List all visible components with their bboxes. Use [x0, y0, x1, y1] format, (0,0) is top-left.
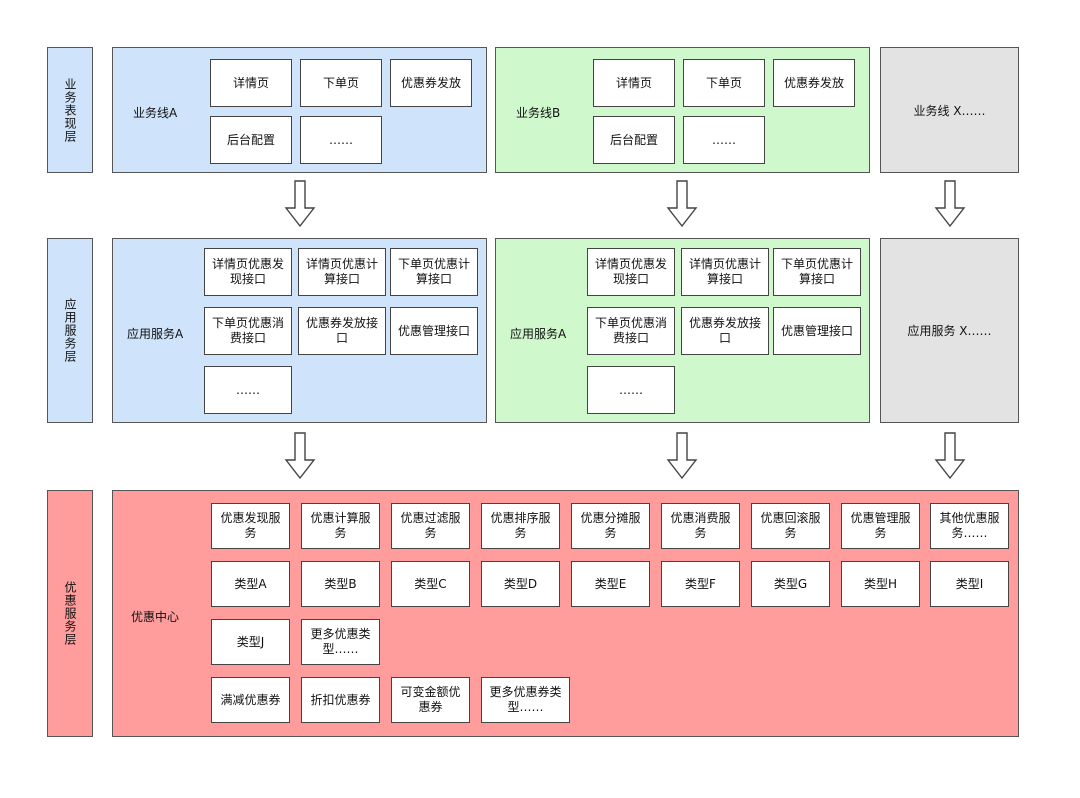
type-box-j: 类型J	[211, 619, 290, 665]
app-service-b-title: 应用服务A	[510, 327, 567, 341]
down-arrow-icon	[284, 432, 316, 480]
service-box-split: 优惠分摊服务	[571, 503, 650, 549]
box-detail-discover-api-a: 详情页优惠发现接口	[204, 248, 292, 296]
down-arrow-icon	[666, 432, 698, 480]
box-order-calc-api-b: 下单页优惠计算接口	[773, 248, 861, 296]
box-detail-calc-api-b: 详情页优惠计算接口	[681, 248, 769, 296]
layer-label-application: 应用服务层	[47, 238, 93, 423]
box-coupon-issue-b: 优惠券发放	[773, 59, 855, 107]
layer-label-business-text: 业务表现层	[63, 77, 77, 143]
box-detail-calc-api-a: 详情页优惠计算接口	[298, 248, 386, 296]
type-box-e: 类型E	[571, 561, 650, 607]
box-coupon-issue-api-a: 优惠券发放接口	[298, 307, 386, 355]
app-service-a-title: 应用服务A	[127, 327, 184, 341]
coupon-box-more: 更多优惠券类型……	[481, 677, 570, 723]
service-box-manage: 优惠管理服务	[841, 503, 920, 549]
business-line-x-title: 业务线 X……	[913, 103, 986, 118]
business-line-b-title: 业务线B	[516, 106, 561, 120]
box-order-page-b: 下单页	[683, 59, 765, 107]
business-line-a-title: 业务线A	[133, 106, 178, 120]
layer-label-business: 业务表现层	[47, 47, 93, 173]
box-admin-config-b: 后台配置	[593, 116, 675, 164]
service-box-other: 其他优惠服务……	[930, 503, 1009, 549]
box-more-app-a: ……	[204, 366, 292, 414]
layer-label-coupon-text: 优惠服务层	[63, 581, 77, 646]
box-detail-discover-api-b: 详情页优惠发现接口	[587, 248, 675, 296]
type-box-i: 类型I	[930, 561, 1009, 607]
type-box-b: 类型B	[301, 561, 380, 607]
box-admin-config-a: 后台配置	[210, 116, 292, 164]
app-service-x-title: 应用服务 X……	[907, 324, 992, 338]
box-manage-api-a: 优惠管理接口	[390, 307, 478, 355]
service-box-discover: 优惠发现服务	[211, 503, 290, 549]
layer-label-coupon: 优惠服务层	[47, 490, 93, 737]
box-detail-page-a: 详情页	[210, 59, 292, 107]
coupon-box-full-reduction: 满减优惠券	[211, 677, 290, 723]
service-box-sort: 优惠排序服务	[481, 503, 560, 549]
service-box-rollback: 优惠回滚服务	[751, 503, 830, 549]
type-box-f: 类型F	[661, 561, 740, 607]
down-arrow-icon	[934, 432, 966, 480]
box-detail-page-b: 详情页	[593, 59, 675, 107]
coupon-center-title: 优惠中心	[131, 610, 180, 624]
business-line-a-panel: 业务线A 详情页 下单页 优惠券发放 后台配置 ……	[112, 47, 487, 173]
box-manage-api-b: 优惠管理接口	[773, 307, 861, 355]
box-coupon-issue-api-b: 优惠券发放接口	[681, 307, 769, 355]
business-line-b-panel: 业务线B 详情页 下单页 优惠券发放 后台配置 ……	[495, 47, 870, 173]
service-box-consume: 优惠消费服务	[661, 503, 740, 549]
layer-label-application-text: 应用服务层	[63, 298, 77, 363]
box-more-app-b: ……	[587, 366, 675, 414]
service-box-calc: 优惠计算服务	[301, 503, 380, 549]
service-box-filter: 优惠过滤服务	[391, 503, 470, 549]
type-box-d: 类型D	[481, 561, 560, 607]
coupon-box-variable: 可变金额优惠券	[391, 677, 470, 723]
type-box-h: 类型H	[841, 561, 920, 607]
box-coupon-issue-a: 优惠券发放	[390, 59, 472, 107]
box-order-page-a: 下单页	[300, 59, 382, 107]
app-service-a-panel: 应用服务A 详情页优惠发现接口 详情页优惠计算接口 下单页优惠计算接口 下单页优…	[112, 238, 487, 423]
box-more-b: ……	[683, 116, 765, 164]
app-service-b-panel: 应用服务A 详情页优惠发现接口 详情页优惠计算接口 下单页优惠计算接口 下单页优…	[495, 238, 870, 423]
down-arrow-icon	[666, 180, 698, 228]
business-line-x-panel: 业务线 X……	[880, 47, 1019, 173]
box-more-a: ……	[300, 116, 382, 164]
box-order-consume-api-b: 下单页优惠消费接口	[587, 307, 675, 355]
type-box-more: 更多优惠类型……	[301, 619, 380, 665]
coupon-center-panel: 优惠中心 优惠发现服务 优惠计算服务 优惠过滤服务 优惠排序服务 优惠分摊服务 …	[112, 490, 1019, 737]
app-service-x-panel: 应用服务 X……	[880, 238, 1019, 423]
box-order-consume-api-a: 下单页优惠消费接口	[204, 307, 292, 355]
down-arrow-icon	[934, 180, 966, 228]
type-box-a: 类型A	[211, 561, 290, 607]
coupon-box-discount: 折扣优惠券	[301, 677, 380, 723]
box-order-calc-api-a: 下单页优惠计算接口	[390, 248, 478, 296]
type-box-g: 类型G	[751, 561, 830, 607]
down-arrow-icon	[284, 180, 316, 228]
type-box-c: 类型C	[391, 561, 470, 607]
